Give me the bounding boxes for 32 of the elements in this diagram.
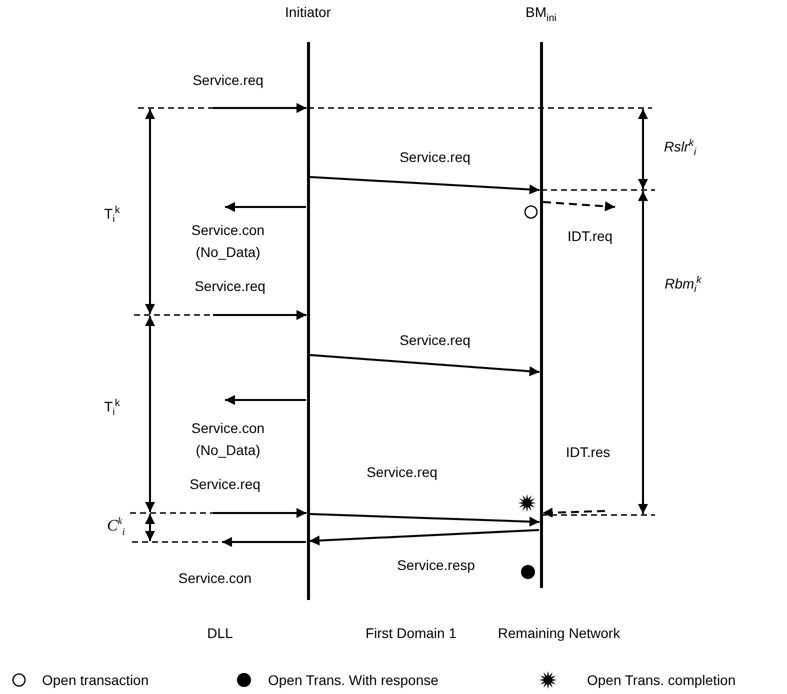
message-arrow <box>213 310 306 320</box>
message-arrow <box>309 529 540 546</box>
message-label: IDT.req <box>567 227 613 246</box>
message-label: Service.req <box>366 463 438 482</box>
message-arrow <box>213 103 306 113</box>
message-arrow <box>310 354 540 376</box>
message-arrow <box>310 176 540 194</box>
message-label: Service.req <box>400 331 470 350</box>
lifeline-title: BM$_{ini}$ <box>526 4 556 24</box>
message-label: IDT.res <box>566 443 610 462</box>
message-label: Service.req <box>194 277 266 296</box>
message-label: Service.req <box>190 475 260 494</box>
message-label: Service.con (No_Data) <box>190 221 266 262</box>
layer-label: DLL <box>207 625 233 641</box>
layer-label: Remaining Network <box>498 625 620 641</box>
message-label: Service.req <box>400 148 470 167</box>
message-arrow <box>310 513 540 527</box>
message-label: Service.resp <box>397 556 475 575</box>
legend-label: Open transaction <box>42 672 149 688</box>
message-label: Service.con (No_Data) <box>190 419 266 460</box>
message-arrow <box>542 508 606 518</box>
message-arrow <box>213 508 306 518</box>
lifeline-title: Initiator <box>285 4 331 20</box>
message-arrow <box>225 395 306 405</box>
message-label: Service.con <box>178 569 252 588</box>
message-arrow <box>225 202 306 212</box>
message-arrow <box>222 537 306 547</box>
legend-label: Open Trans. With response <box>268 672 438 688</box>
message-label: Service.req <box>192 71 264 90</box>
legend-label: Open Trans. completion <box>587 672 736 688</box>
layer-label: First Domain 1 <box>365 625 457 641</box>
message-arrow <box>542 201 616 212</box>
